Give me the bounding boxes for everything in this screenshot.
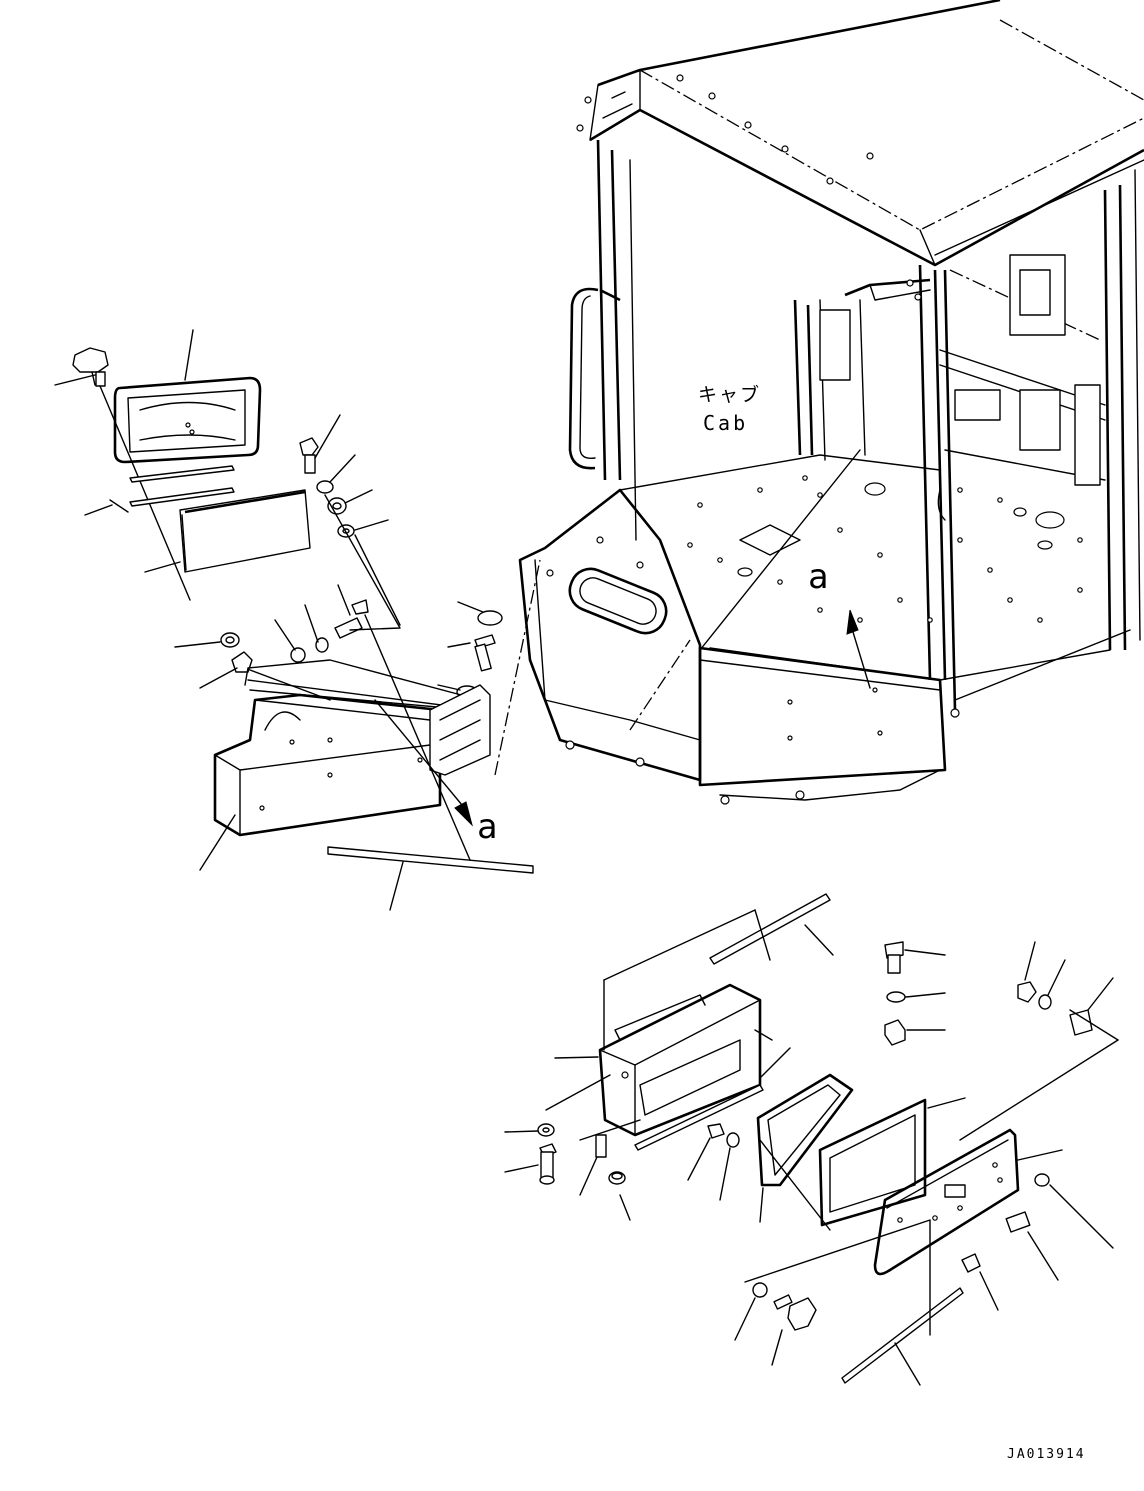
rear-wall-brackets <box>819 254 1101 486</box>
filter-element <box>179 489 311 573</box>
cab-label-english: Cab <box>703 411 749 435</box>
floor-holes <box>687 475 1083 623</box>
filter-housing <box>598 983 773 1137</box>
cab-label-japanese: キャブ <box>698 384 762 406</box>
view-marker-assembly: a <box>477 807 498 847</box>
front-cover <box>873 1128 1020 1276</box>
cab-frame <box>518 0 1144 805</box>
upper-left-parts <box>54 329 691 911</box>
cover-window <box>568 567 668 635</box>
knob-part-lower <box>773 1294 817 1331</box>
gasket-frame <box>756 1073 927 1227</box>
duct-assembly <box>213 659 491 837</box>
roof-bolt-holes <box>576 74 874 185</box>
lower-right-parts <box>504 893 1119 1386</box>
drawing-id: JA013914 <box>1007 1447 1086 1462</box>
filter-frame <box>113 376 262 464</box>
view-marker-cab: a <box>808 557 829 597</box>
